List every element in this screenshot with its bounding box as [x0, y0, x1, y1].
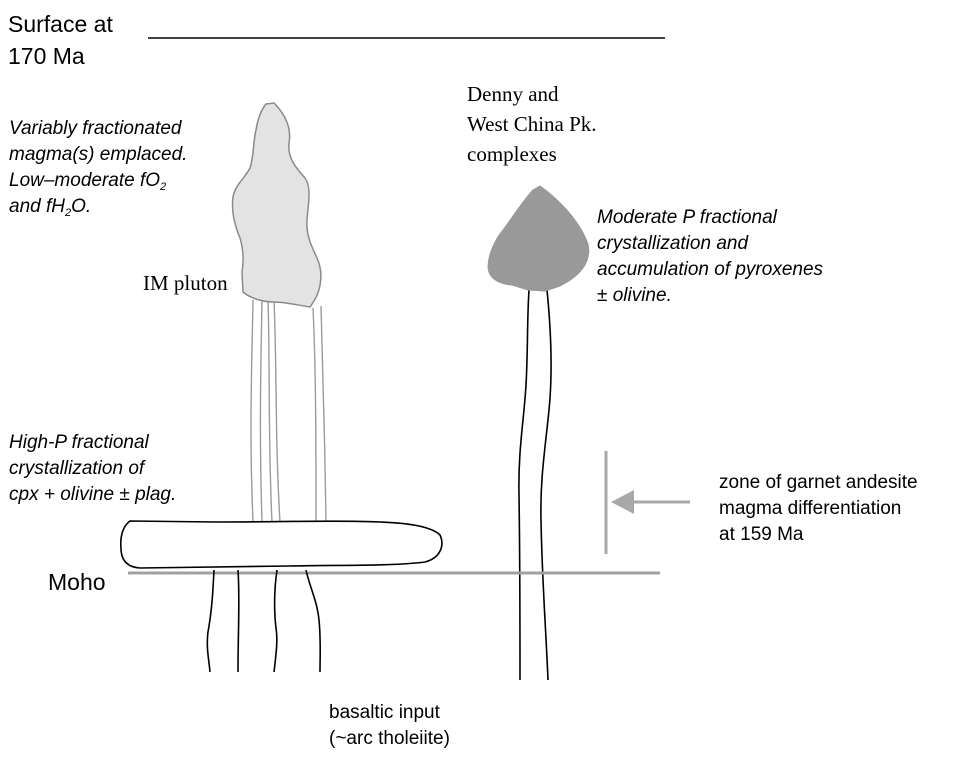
- im-pluton-label: IM pluton: [143, 271, 228, 295]
- denny-annotation-line1: Moderate P fractional: [597, 207, 778, 228]
- denny-annotation: Moderate P fractional crystallization an…: [597, 207, 824, 306]
- im-annotation-line3: Low–moderate fO2: [9, 170, 166, 193]
- im-annotation-line2: magma(s) emplaced.: [9, 144, 187, 165]
- highp-annotation: High-P fractional crystallization of cpx…: [9, 432, 176, 505]
- denny-label-line3: complexes: [467, 142, 557, 166]
- surface-label-line2: 170 Ma: [8, 43, 85, 69]
- basaltic-feeders: [207, 570, 320, 672]
- zone-label-line1: zone of garnet andesite: [719, 472, 918, 493]
- basaltic-label-line1: basaltic input: [329, 702, 441, 723]
- zone-label-line3: at 159 Ma: [719, 524, 804, 545]
- highp-annotation-line2: crystallization of: [9, 458, 146, 479]
- im-pluton-feeders: [251, 300, 326, 522]
- zone-arrow-head: [611, 490, 634, 514]
- denny-annotation-line3: accumulation of pyroxenes: [597, 259, 824, 280]
- denny-complex-body: [488, 186, 589, 291]
- basaltic-label: basaltic input (~arc tholeiite): [329, 702, 450, 749]
- basaltic-label-line2: (~arc tholeiite): [329, 728, 450, 749]
- denny-feeder: [519, 290, 551, 680]
- im-annotation: Variably fractionated magma(s) emplaced.…: [9, 118, 187, 219]
- zone-label-line2: magma differentiation: [719, 498, 901, 519]
- im-pluton-body: [232, 103, 320, 307]
- surface-label-line1: Surface at: [8, 11, 113, 37]
- highp-annotation-line1: High-P fractional: [9, 432, 150, 453]
- denny-label-line2: West China Pk.: [467, 112, 597, 136]
- im-annotation-line1: Variably fractionated: [9, 118, 183, 139]
- im-annotation-line4: and fH2O.: [9, 196, 91, 219]
- moho-label: Moho: [48, 569, 106, 595]
- underplate-sill: [121, 521, 442, 568]
- denny-annotation-line4: ± olivine.: [597, 285, 672, 306]
- denny-label-line1: Denny and: [467, 82, 559, 106]
- denny-annotation-line2: crystallization and: [597, 233, 749, 254]
- highp-annotation-line3: cpx + olivine ± plag.: [9, 484, 176, 505]
- zone-label: zone of garnet andesite magma differenti…: [719, 472, 918, 545]
